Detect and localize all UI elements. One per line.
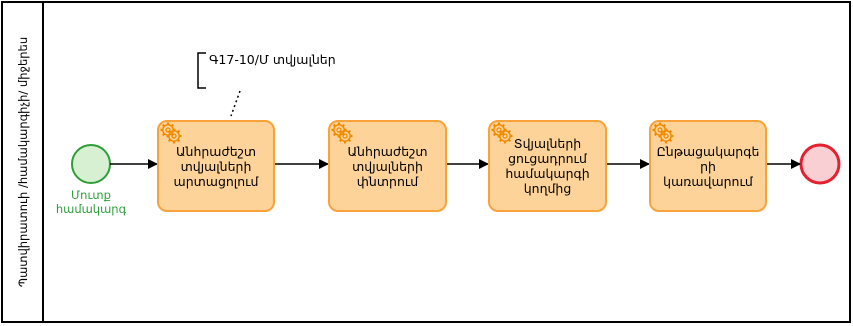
start-event[interactable] bbox=[71, 144, 111, 184]
task-3-label: Տվյալների ցուցադրում համակարգի կողմից bbox=[505, 136, 590, 196]
task-2-label: Անհրաժեշտ տվյալների փնտրում bbox=[347, 143, 428, 189]
start-event-label: Մուտք համակարգ bbox=[55, 188, 127, 216]
annotation-text: Գ17-10/Մ տվյալներ bbox=[209, 52, 336, 67]
task-4[interactable] bbox=[649, 120, 767, 212]
task-1[interactable] bbox=[157, 120, 275, 212]
start-event-label-line1: Մուտք bbox=[71, 188, 111, 202]
annotation-bracket bbox=[197, 52, 206, 89]
task-2[interactable] bbox=[328, 120, 447, 212]
task-3[interactable] bbox=[488, 120, 607, 212]
end-event[interactable] bbox=[799, 143, 841, 185]
annotation-association bbox=[230, 90, 241, 117]
start-event-label-line2: համակարգ bbox=[55, 202, 127, 216]
lane-header: Պատվիրատուի /համակարգիչի/ միջերես bbox=[3, 3, 44, 321]
task-4-label: Ընթացակարգե րի կառավարում bbox=[656, 143, 760, 189]
task-1-label: Անհրաժեշտ տվյալների արտացոլում bbox=[173, 143, 259, 189]
